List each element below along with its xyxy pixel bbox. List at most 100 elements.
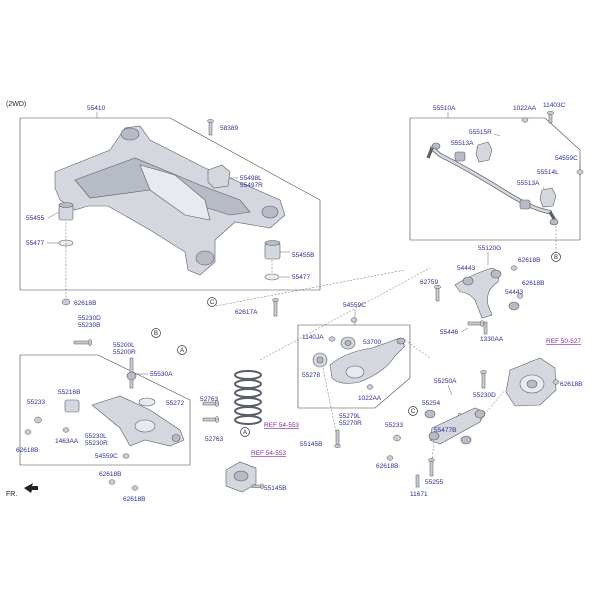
label-55200l: 55200L xyxy=(113,342,135,349)
front-direction-indicator: FR. xyxy=(6,483,38,498)
nut-54559c-link[interactable] xyxy=(122,453,130,459)
label-1140ja: 1140JA xyxy=(302,334,324,341)
label-55410: 55410 xyxy=(87,105,105,112)
callout-c-link: C xyxy=(408,406,418,416)
bushing-55278[interactable] xyxy=(312,352,328,368)
bolt-1330aa[interactable] xyxy=(483,321,488,335)
washer-55477b[interactable] xyxy=(264,273,280,281)
bolt-52763-2[interactable] xyxy=(202,416,220,423)
label-1022aa-stab: 1022AA xyxy=(513,105,537,112)
bolt-55230d[interactable] xyxy=(73,339,93,346)
svg-text:A: A xyxy=(243,430,247,436)
bolt-55255[interactable] xyxy=(428,458,435,477)
callout-c-crossmember: C xyxy=(207,297,217,307)
callout-b-link: B xyxy=(151,328,161,338)
bushing-54443-2[interactable] xyxy=(508,301,520,311)
label-62759: 62759 xyxy=(420,279,438,286)
label-55455: 55455 xyxy=(26,215,44,222)
label-55270r: 55270R xyxy=(339,420,362,427)
upper-arm-55120g[interactable] xyxy=(454,267,502,319)
label-55477b: 55477 xyxy=(292,274,310,281)
label-55216b: 55216B xyxy=(58,389,80,396)
spring-seat-55272[interactable] xyxy=(138,397,156,407)
bracket-55498l[interactable] xyxy=(207,164,231,189)
label-55510a: 55510A xyxy=(433,105,456,112)
bushing-55477b[interactable] xyxy=(460,435,472,445)
stabilizer-bar-group: 55510A 1022AA 11403C 55515R 55513A 54559… xyxy=(409,102,584,262)
bushing-55513a-1[interactable] xyxy=(454,151,466,162)
bushing-55216b[interactable] xyxy=(64,399,80,413)
label-55254-1: 55254 xyxy=(422,400,440,407)
washer-55233-1[interactable] xyxy=(34,416,42,424)
ref-50-527[interactable]: REF 50-527 xyxy=(546,338,581,345)
nut-1140ja[interactable] xyxy=(328,336,336,342)
bolt-55145b-arm[interactable] xyxy=(334,429,341,448)
label-55515r: 55515R xyxy=(469,129,492,136)
bolt-55230d-right[interactable] xyxy=(480,370,487,389)
nut-62618b-link-2[interactable] xyxy=(108,479,116,485)
bushing-55455[interactable] xyxy=(58,202,74,221)
washer-55233-2[interactable] xyxy=(393,434,401,442)
nut-1022aa-stab[interactable] xyxy=(521,117,529,123)
bolt-1463aa[interactable] xyxy=(62,427,70,433)
lower-link-group-frame xyxy=(19,354,191,466)
label-62618b-link-2: 62618B xyxy=(99,471,121,478)
bolt-11671[interactable] xyxy=(415,474,420,488)
knuckle-ref-50-527[interactable] xyxy=(505,357,557,407)
bolt-11403c[interactable] xyxy=(547,110,554,124)
nut-62618b-knuckle[interactable] xyxy=(552,379,560,385)
routing-lines xyxy=(215,267,431,361)
bolt-62759[interactable] xyxy=(434,284,441,302)
svg-text:B: B xyxy=(154,331,158,337)
bushing-55254-1[interactable] xyxy=(424,409,436,419)
nut-54559c-stab[interactable] xyxy=(576,169,584,175)
shock-mount[interactable] xyxy=(225,461,257,493)
lower-link-55250a[interactable] xyxy=(428,407,486,445)
bolt-62617a[interactable] xyxy=(272,298,279,317)
stabilizer-bar[interactable] xyxy=(426,142,559,226)
bolt-55145b-mount[interactable] xyxy=(251,483,264,490)
nut-62618b-upperarm-2[interactable] xyxy=(516,293,524,299)
bushing-55513a-2[interactable] xyxy=(519,199,531,210)
stabilizer-link-55200l[interactable] xyxy=(126,357,137,389)
rear-crossmember[interactable] xyxy=(54,125,286,276)
label-58389: 58389 xyxy=(220,125,238,132)
coil-spring[interactable] xyxy=(234,370,262,425)
nut-62618b-link-right[interactable] xyxy=(386,455,394,461)
nut-54559c-arm[interactable] xyxy=(350,317,358,323)
ref-54-553-spring[interactable]: REF 54-553 xyxy=(264,422,299,429)
lower-arm-55279l[interactable] xyxy=(329,337,406,384)
nut-62618b-link-3[interactable] xyxy=(131,485,139,491)
bumper-53700[interactable] xyxy=(340,336,356,350)
label-54559c-link: 54559C xyxy=(95,453,118,460)
label-54443-2: 54443 xyxy=(505,289,523,296)
nut-62618b-link-1[interactable] xyxy=(24,429,32,435)
fr-label: FR. xyxy=(6,491,17,498)
bolt-52763-1[interactable] xyxy=(202,400,220,407)
bolt-62618b-crossmember[interactable] xyxy=(61,298,71,306)
crossmember-group: 55410 55455 55477 62618B xyxy=(19,105,321,317)
label-62618b-link-1: 62618B xyxy=(16,447,38,454)
label-55145b-arm: 55145B xyxy=(300,441,322,448)
clamp-55514l[interactable] xyxy=(539,187,557,208)
ref-54-553-mount[interactable]: REF 54-553 xyxy=(251,450,286,457)
label-55250a: 55250A xyxy=(434,378,457,385)
nut-62618b-upperarm[interactable] xyxy=(510,265,518,271)
label-55514l: 55514L xyxy=(537,169,559,176)
lower-arm-55230l[interactable] xyxy=(91,395,185,447)
bolt-58389[interactable] xyxy=(207,119,214,136)
bolt-55446[interactable] xyxy=(467,320,485,327)
label-55230b: 55230B xyxy=(78,322,100,329)
label-55497r: 55497R xyxy=(240,182,263,189)
right-link-group: 55250A 55230D REF 50-527 62618B 55254 55… xyxy=(376,338,582,498)
label-53700: 53700 xyxy=(363,339,381,346)
label-55272: 55272 xyxy=(166,400,184,407)
nut-1022aa-arm[interactable] xyxy=(366,384,374,390)
label-52763-2: 52763 xyxy=(205,436,223,443)
label-55477: 55477 xyxy=(26,240,44,247)
bushing-55455b[interactable] xyxy=(264,240,281,260)
stabilizer-group-frame xyxy=(409,117,581,241)
bushing-54443-1[interactable] xyxy=(462,276,474,286)
label-62618b-knuckle: 62618B xyxy=(560,381,582,388)
clamp-55515r[interactable] xyxy=(475,141,493,163)
